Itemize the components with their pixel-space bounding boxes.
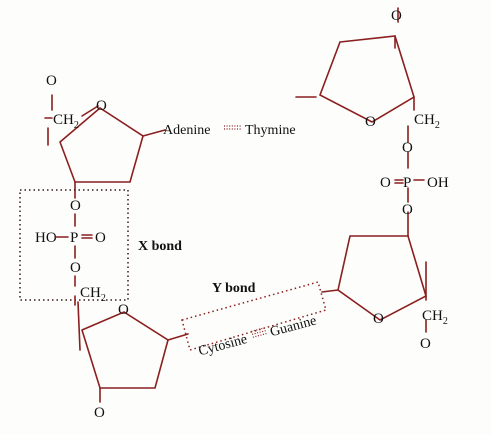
right-phosphate-o: O [402, 202, 413, 218]
right-phosphate-p: P [403, 175, 411, 191]
x-bond-label: X bond [138, 239, 182, 254]
y-bond-label: Y bond [212, 281, 256, 296]
cytosine-label: Cytosine [197, 332, 249, 359]
lower-right-sugar [321, 235, 427, 333]
upper-right-ch2: CH2 [414, 112, 440, 131]
right-phosphate-oh: OH [427, 175, 449, 191]
lower-left-c4-line [77, 301, 81, 351]
left-phosphate-o-top: O [70, 198, 81, 214]
lower-right-ring [337, 235, 427, 321]
lower-right-ch2: CH2 [422, 308, 448, 327]
upper-left-ring-o: O [96, 98, 107, 114]
lower-right-o5: O [420, 336, 431, 352]
lower-left-ch2: CH2 [80, 285, 106, 304]
upper-left-ch2: CH2 [53, 112, 79, 131]
cg-pair: Cytosine Guanine [197, 314, 318, 360]
guanine-label: Guanine [268, 314, 318, 341]
upper-right-o3: O [391, 8, 402, 24]
upper-right-o5: O [402, 140, 413, 156]
lower-left-ring [81, 311, 169, 389]
adenine-label: Adenine [163, 123, 210, 138]
lower-left-sugar [74, 295, 189, 403]
left-phosphate-ho: HO [35, 230, 57, 246]
lower-left-base-bond [167, 333, 189, 341]
lower-left-o3: O [94, 405, 105, 421]
upper-right-ring-o: O [365, 114, 376, 130]
right-phosphate-oxo: O [380, 175, 391, 191]
upper-right-ring [319, 35, 415, 123]
upper-left-o5: O [46, 73, 57, 89]
thymine-label: Thymine [245, 123, 296, 138]
upper-left-ch2-link [81, 105, 99, 117]
left-phosphate-p: P [70, 230, 78, 246]
x-bond-box [19, 189, 129, 301]
upper-right-sugar [295, 7, 425, 237]
lower-right-base-bond [321, 289, 339, 293]
left-phosphate-o-bottom: O [70, 260, 81, 276]
upper-left-ring [59, 107, 144, 183]
left-phosphate-oxo: O [95, 230, 106, 246]
upper-left-base-bond [142, 129, 166, 137]
lower-right-ring-o: O [373, 311, 384, 327]
lower-left-ring-o: O [118, 302, 129, 318]
